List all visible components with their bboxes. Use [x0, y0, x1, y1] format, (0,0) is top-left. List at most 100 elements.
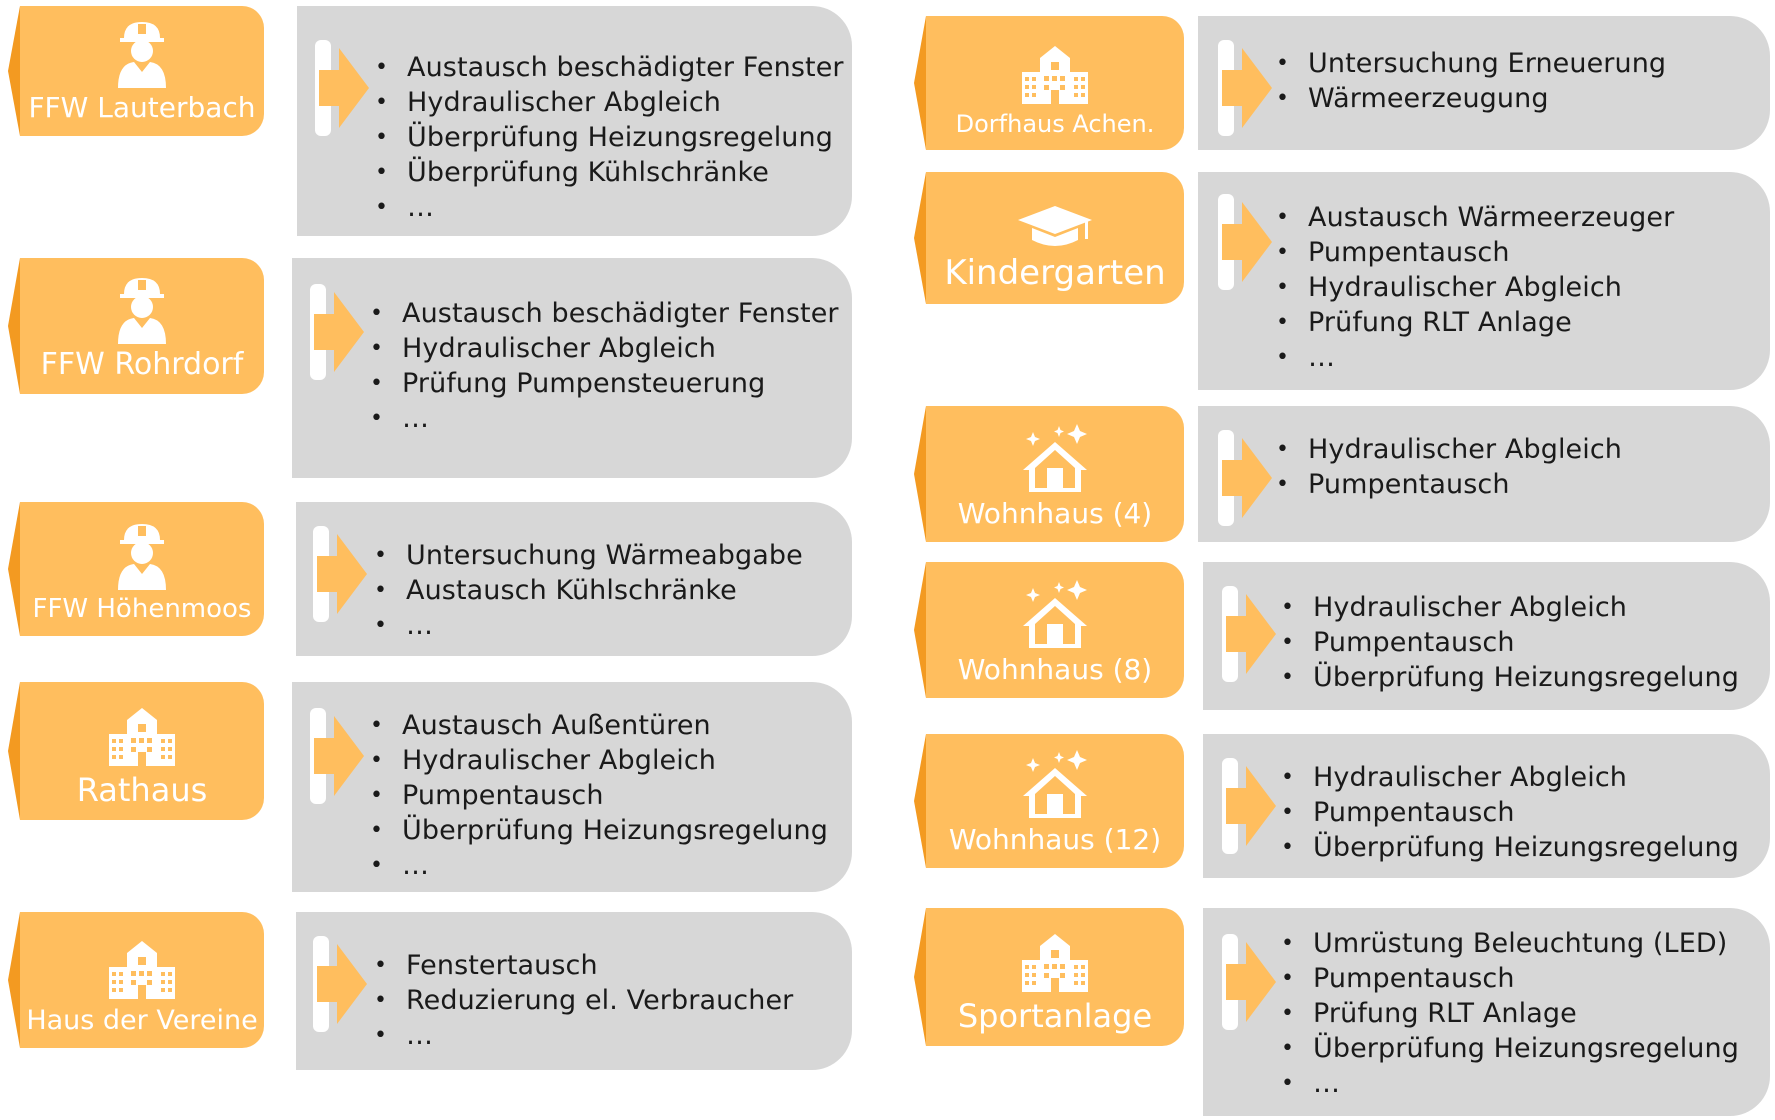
public-building-icon: [1018, 932, 1092, 994]
measure-item: Hydraulischer Abgleich: [1281, 590, 1739, 625]
measure-item: …: [375, 190, 844, 225]
firefighter-icon: [110, 18, 174, 88]
sparkling-house-icon: [1017, 422, 1093, 494]
measure-item: …: [370, 848, 828, 883]
measure-item: Überprüfung Heizungsregelung: [1281, 660, 1739, 695]
measure-item: Überprüfung Kühlschränke: [375, 155, 844, 190]
measure-item: Austausch beschädigter Fenster: [370, 296, 839, 331]
building-label: Wohnhaus (12): [948, 823, 1162, 856]
measures-list: Austausch beschädigter FensterHydraulisc…: [370, 296, 839, 436]
measures-list: Umrüstung Beleuchtung (LED)PumpentauschP…: [1281, 926, 1739, 1101]
graduation-cap-icon: [1016, 204, 1094, 250]
building-label: Haus der Vereine: [26, 1005, 258, 1036]
measures-list: Hydraulischer AbgleichPumpentauschÜberpr…: [1281, 760, 1739, 865]
arrow-icon: [315, 40, 371, 140]
measure-item: Pumpentausch: [370, 778, 828, 813]
measure-item: Pumpentausch: [1281, 625, 1739, 660]
measure-item: Austausch Außentüren: [370, 708, 828, 743]
measures-list: Untersuchung WärmeabgabeAustausch Kühlsc…: [374, 538, 803, 643]
measure-item: Überprüfung Heizungsregelung: [370, 813, 828, 848]
measure-item: …: [370, 401, 839, 436]
measure-item: Hydraulischer Abgleich: [1276, 270, 1674, 305]
arrow-icon: [1222, 934, 1278, 1034]
measure-item: Pumpentausch: [1276, 235, 1674, 270]
measure-item: Pumpentausch: [1281, 795, 1739, 830]
measures-panel: Untersuchung ErneuerungWärmeerzeugung: [1198, 16, 1770, 150]
sparkling-house-icon: [1017, 748, 1093, 820]
building-tag: FFW Höhenmoos: [20, 502, 264, 636]
measure-item: Reduzierung el. Verbraucher: [374, 983, 793, 1018]
measures-panel: Hydraulischer AbgleichPumpentausch: [1198, 406, 1770, 542]
measures-panel: Umrüstung Beleuchtung (LED)PumpentauschP…: [1203, 908, 1770, 1116]
measure-item: …: [374, 608, 803, 643]
measures-list: Hydraulischer AbgleichPumpentauschÜberpr…: [1281, 590, 1739, 695]
arrow-icon: [1218, 40, 1274, 140]
measure-item: Austausch Wärmeerzeuger: [1276, 200, 1674, 235]
building-tag: Kindergarten: [926, 172, 1184, 304]
public-building-icon: [105, 706, 179, 768]
building-tag: FFW Lauterbach: [20, 6, 264, 136]
measures-panel: FenstertauschReduzierung el. Verbraucher…: [296, 912, 852, 1070]
building-label: Dorfhaus Achen.: [955, 110, 1155, 138]
measure-item: Austausch beschädigter Fenster: [375, 50, 844, 85]
measure-item: Prüfung RLT Anlage: [1276, 305, 1674, 340]
measure-item: …: [1281, 1066, 1739, 1101]
building-label: Rathaus: [76, 771, 208, 809]
measures-panel: Untersuchung WärmeabgabeAustausch Kühlsc…: [296, 502, 852, 656]
building-label: Sportanlage: [957, 997, 1153, 1035]
measure-item: Hydraulischer Abgleich: [370, 743, 828, 778]
measure-item: Pumpentausch: [1281, 961, 1739, 996]
building-label: Kindergarten: [944, 253, 1166, 293]
public-building-icon: [1018, 44, 1092, 106]
building-label: FFW Lauterbach: [28, 91, 256, 124]
measures-panel: Austausch WärmeerzeugerPumpentauschHydra…: [1198, 172, 1770, 390]
public-building-icon: [105, 939, 179, 1001]
firefighter-icon: [110, 274, 174, 344]
arrow-icon: [1218, 194, 1274, 294]
measure-item: Wärmeerzeugung: [1276, 81, 1666, 116]
building-label: Wohnhaus (4): [957, 497, 1153, 530]
sparkling-house-icon: [1017, 578, 1093, 650]
measures-list: Austausch beschädigter FensterHydraulisc…: [375, 50, 844, 225]
measure-item: …: [1276, 340, 1674, 375]
arrow-icon: [1222, 758, 1278, 858]
measures-panel: Austausch beschädigter FensterHydraulisc…: [297, 6, 852, 236]
measure-item: Hydraulischer Abgleich: [1276, 432, 1622, 467]
measures-list: Hydraulischer AbgleichPumpentausch: [1276, 432, 1622, 502]
measure-item: Überprüfung Heizungsregelung: [1281, 1031, 1739, 1066]
measures-list: Austausch AußentürenHydraulischer Abglei…: [370, 708, 828, 883]
building-label: FFW Höhenmoos: [32, 594, 252, 624]
measure-item: Austausch Kühlschränke: [374, 573, 803, 608]
building-tag: FFW Rohrdorf: [20, 258, 264, 394]
arrow-icon: [313, 526, 369, 626]
building-tag: Wohnhaus (8): [926, 562, 1184, 698]
arrow-icon: [310, 284, 366, 384]
arrow-icon: [1218, 430, 1274, 530]
arrow-icon: [310, 708, 366, 808]
arrow-icon: [1222, 586, 1278, 686]
measures-list: Untersuchung ErneuerungWärmeerzeugung: [1276, 46, 1666, 116]
building-tag: Haus der Vereine: [20, 912, 264, 1048]
building-tag: Wohnhaus (12): [926, 734, 1184, 868]
building-label: Wohnhaus (8): [957, 653, 1153, 686]
building-tag: Rathaus: [20, 682, 264, 820]
measure-item: Pumpentausch: [1276, 467, 1622, 502]
measures-list: FenstertauschReduzierung el. Verbraucher…: [374, 948, 793, 1053]
measure-item: Prüfung Pumpensteuerung: [370, 366, 839, 401]
measures-panel: Hydraulischer AbgleichPumpentauschÜberpr…: [1203, 734, 1770, 878]
arrow-icon: [313, 936, 369, 1036]
measure-item: Hydraulischer Abgleich: [375, 85, 844, 120]
measures-panel: Austausch AußentürenHydraulischer Abglei…: [292, 682, 852, 892]
measure-item: Überprüfung Heizungsregelung: [1281, 830, 1739, 865]
firefighter-icon: [110, 520, 174, 590]
measures-panel: Hydraulischer AbgleichPumpentauschÜberpr…: [1203, 562, 1770, 710]
measure-item: Überprüfung Heizungsregelung: [375, 120, 844, 155]
building-label: FFW Rohrdorf: [40, 347, 244, 382]
measure-item: Untersuchung Erneuerung: [1276, 46, 1666, 81]
measure-item: Prüfung RLT Anlage: [1281, 996, 1739, 1031]
building-tag: Wohnhaus (4): [926, 406, 1184, 542]
measure-item: Hydraulischer Abgleich: [370, 331, 839, 366]
measures-list: Austausch WärmeerzeugerPumpentauschHydra…: [1276, 200, 1674, 375]
measure-item: Untersuchung Wärmeabgabe: [374, 538, 803, 573]
building-tag: Dorfhaus Achen.: [926, 16, 1184, 150]
